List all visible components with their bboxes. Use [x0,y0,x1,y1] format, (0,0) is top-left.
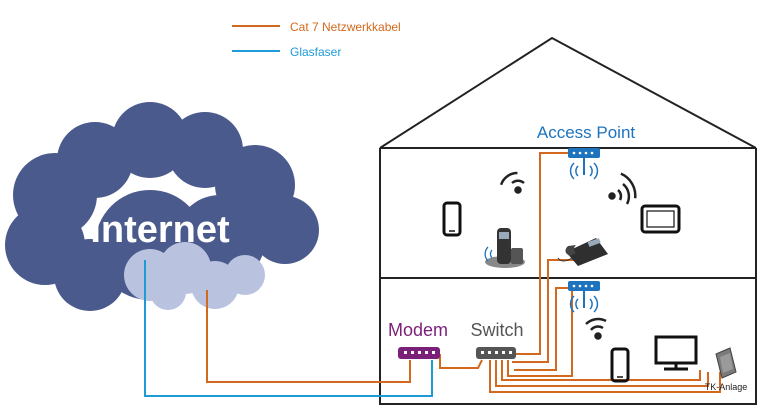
legend-label-fiber: Glasfaser [290,45,341,59]
switch-icon [476,347,516,359]
cable-switch-desk-phone [512,259,590,363]
house-outline [379,36,757,405]
wifi-icon [608,172,637,205]
router-icon [568,281,600,313]
internet-cloud: Internet [5,102,319,311]
pbx-icon [715,347,737,379]
cable-internet-modem [206,290,411,383]
cable-switch-pbx-1 [489,360,721,393]
internet-label: Internet [90,209,230,251]
tablet-icon [640,204,681,234]
switch-label: Switch [470,320,523,340]
tv-icon [654,335,698,371]
wifi-icon [499,171,525,194]
cable-switch-ap-upper [512,152,584,355]
cordless-phone-icon [484,228,525,268]
roof [379,36,757,149]
fiber-internet-modem [144,260,433,397]
modem-icon [398,347,440,359]
legend: Cat 7 Netzwerkkabel Glasfaser [232,20,401,59]
house-walls [379,148,757,405]
cable-switch-ap-2 [507,290,573,377]
wifi-icon [585,317,607,340]
legend-label-cat7: Cat 7 Netzwerkkabel [290,20,401,34]
cable-modem-switch [439,354,483,369]
router-icon [568,148,600,180]
cable-switch-pbx-2 [495,360,709,387]
cable-switch-tv [501,360,701,381]
modem-label: Modem [388,320,448,340]
smartphone-icon [442,201,462,237]
smartphone-icon [610,347,630,383]
access-point-label: Access Point [537,123,636,142]
fiber-cables [144,260,433,397]
pbx-label: TK-Anlage [705,382,748,392]
desk-phone-icon [557,238,608,266]
